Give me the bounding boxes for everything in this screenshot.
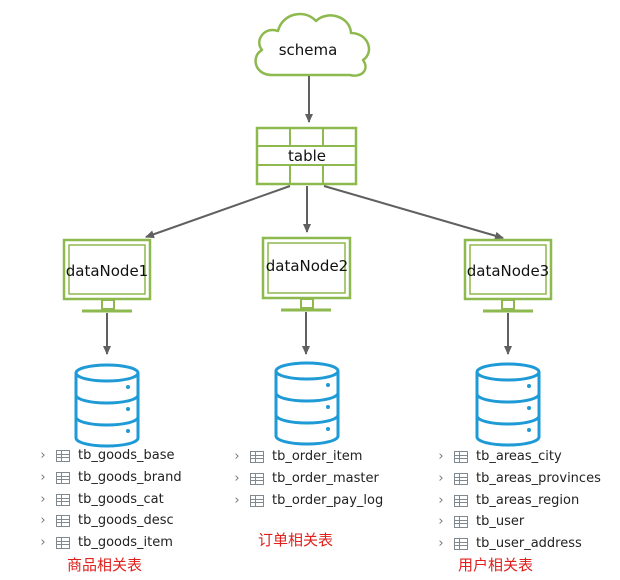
table-name: tb_areas_region xyxy=(476,492,580,508)
datanode1-label: dataNode1 xyxy=(66,262,148,280)
table-icon xyxy=(56,537,70,550)
table-icon xyxy=(454,538,468,551)
table-icon xyxy=(454,472,468,485)
table-icon xyxy=(56,450,70,462)
table-name: tb_user xyxy=(476,514,525,530)
table-name: tb_user_address xyxy=(476,536,582,552)
table-icon xyxy=(250,472,264,485)
table-name: tb_goods_desc xyxy=(78,513,174,529)
table-icon xyxy=(56,471,70,484)
chevron-right-icon[interactable]: › xyxy=(438,492,444,508)
table-icon xyxy=(454,451,468,463)
table-grid: table xyxy=(255,126,358,186)
table-name: tb_order_pay_log xyxy=(272,492,384,508)
chevron-right-icon[interactable]: › xyxy=(40,535,46,551)
arrow-table-to-node1 xyxy=(145,185,291,239)
chevron-right-icon[interactable]: › xyxy=(438,514,444,530)
database3-icon xyxy=(475,362,541,447)
chevron-right-icon[interactable]: › xyxy=(234,470,240,486)
table-name: tb_goods_cat xyxy=(78,491,164,507)
datanode2-monitor: dataNode2 xyxy=(261,236,352,312)
chevron-right-icon[interactable]: › xyxy=(234,492,240,508)
database2-icon xyxy=(274,361,340,446)
chevron-right-icon[interactable]: › xyxy=(438,470,444,486)
table-name: tb_areas_city xyxy=(476,449,562,464)
node1-caption: 商品相关表 xyxy=(67,556,143,574)
chevron-right-icon[interactable]: › xyxy=(40,491,46,507)
table-label: table xyxy=(288,147,326,165)
table-name: tb_goods_brand xyxy=(78,469,182,485)
table-icon xyxy=(454,494,468,507)
node3-caption: 用户相关表 xyxy=(458,556,534,574)
chevron-right-icon[interactable]: › xyxy=(40,513,46,529)
table-name: tb_goods_base xyxy=(78,448,175,463)
chevron-right-icon[interactable]: › xyxy=(234,449,240,464)
datanode1-monitor: dataNode1 xyxy=(62,238,152,313)
table-icon xyxy=(56,515,70,528)
table-name: tb_goods_item xyxy=(78,535,173,551)
table-name: tb_order_master xyxy=(272,470,379,486)
datanode3-label: dataNode3 xyxy=(467,262,549,280)
node2-caption: 订单相关表 xyxy=(258,531,334,549)
arrow-table-to-node3 xyxy=(323,185,504,240)
table-icon xyxy=(250,494,264,507)
datanode2-label: dataNode2 xyxy=(266,257,348,275)
datanode3-monitor: dataNode3 xyxy=(463,238,553,313)
chevron-right-icon[interactable]: › xyxy=(40,448,46,463)
chevron-right-icon[interactable]: › xyxy=(40,469,46,485)
chevron-right-icon[interactable]: › xyxy=(438,536,444,552)
table-icon xyxy=(250,451,264,463)
database1-icon xyxy=(74,363,140,448)
table-name: tb_areas_provinces xyxy=(476,470,601,486)
chevron-right-icon[interactable]: › xyxy=(438,449,444,464)
table-icon xyxy=(454,516,468,529)
schema-cloud: schema xyxy=(254,12,371,77)
table-name: tb_order_item xyxy=(272,449,363,464)
table-icon xyxy=(56,493,70,506)
schema-label: schema xyxy=(279,41,338,59)
